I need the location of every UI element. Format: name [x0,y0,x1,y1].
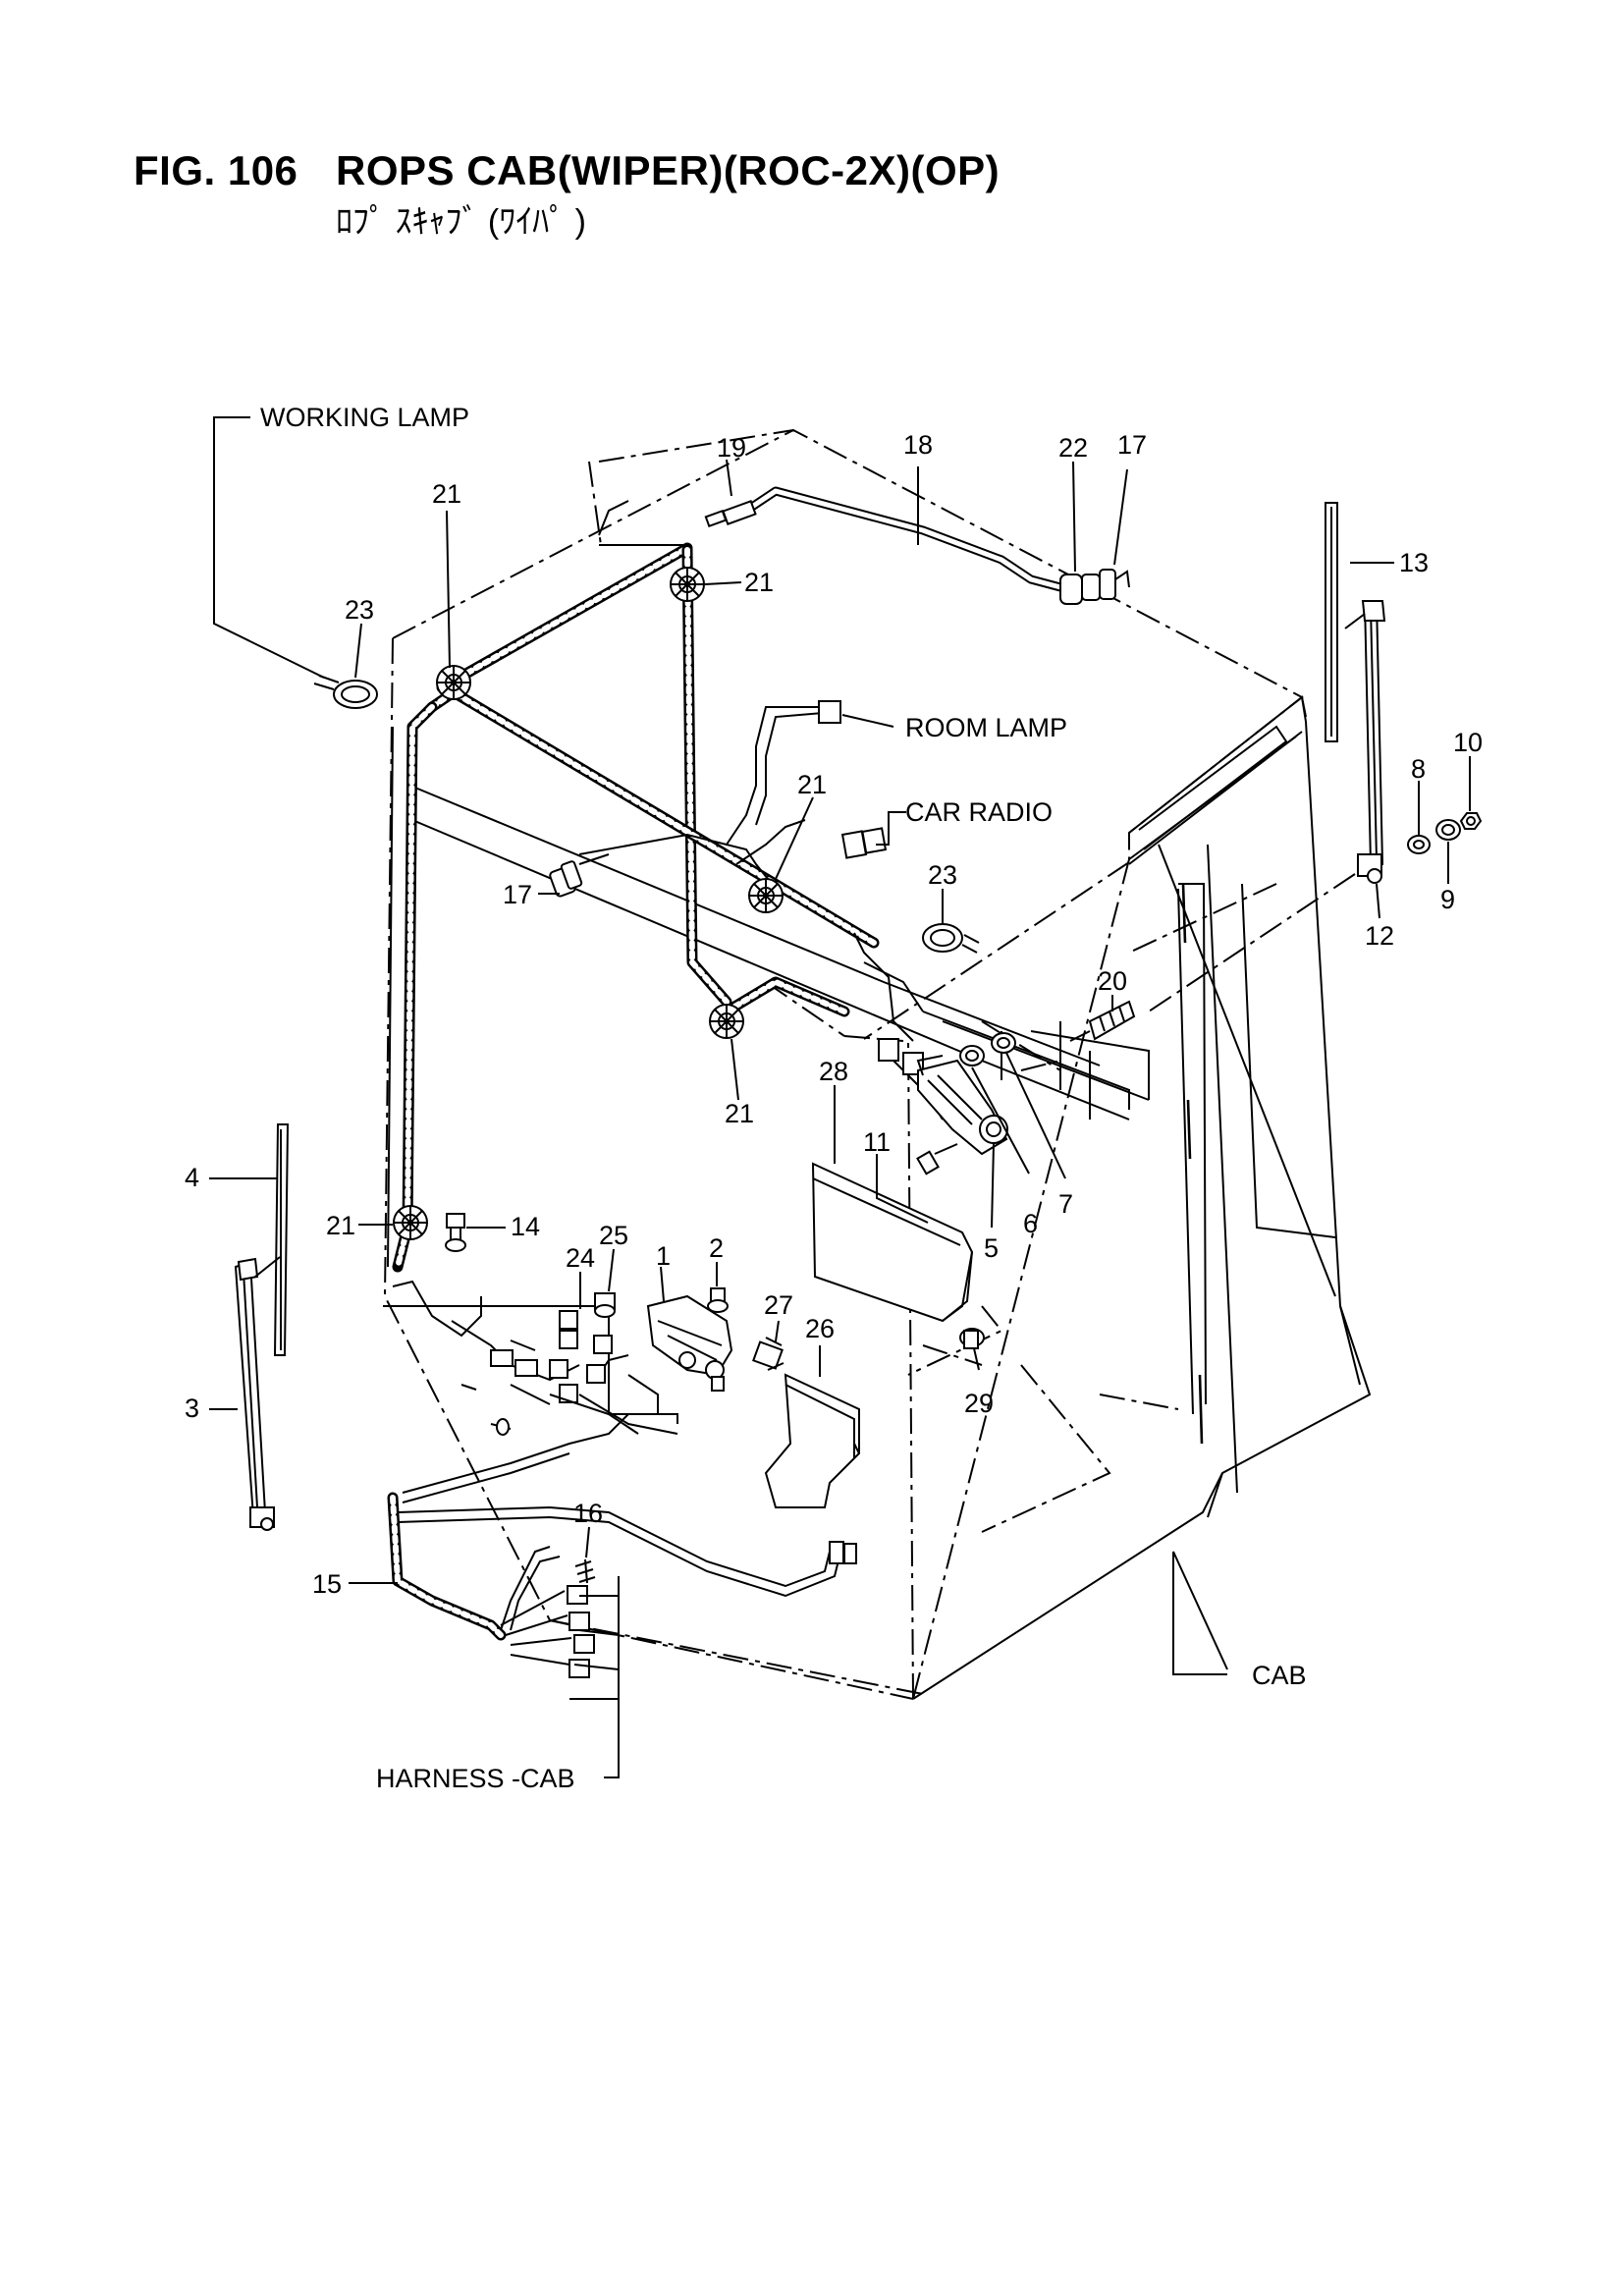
callout-18: 18 [903,430,933,460]
label-cab: CAB [1252,1661,1307,1690]
callout-4: 4 [185,1163,199,1192]
figure-subtitle: ﾛﾌﾟ ｽｷｬﾌﾞ (ﾜｲﾊﾟ ) [336,203,586,241]
lamp-clamps [313,675,980,954]
cab-frame-outline [383,428,1356,1700]
callout-1: 1 [656,1241,671,1271]
callout-15: 15 [312,1569,342,1599]
callout-16: 16 [573,1499,603,1528]
cover-plate [811,1162,974,1323]
rear-wiper-arm [1325,502,1386,884]
washer-hose-roof [704,486,1065,592]
floor-bracket [460,1339,639,1436]
terminal-block [1069,1000,1136,1042]
callout-17-left: 17 [503,880,532,909]
label-harness-cab: HARNESS -CAB [376,1764,575,1793]
callout-29: 29 [964,1389,994,1418]
callout-27: 27 [764,1290,793,1320]
bracket-plate [764,1373,860,1508]
connector-25 [594,1292,616,1318]
bolt-29 [959,1328,985,1349]
callout-23-right: 23 [928,860,957,890]
callout-10: 10 [1453,728,1483,757]
callout-numbers: 1 2 3 4 5 6 7 8 9 10 11 12 13 14 15 16 1… [185,430,1483,1599]
figure-number: FIG. 106 [134,147,298,193]
callout-5: 5 [984,1233,999,1263]
callout-20: 20 [1098,966,1127,996]
washer-nozzle-left [549,853,610,898]
callout-24: 24 [566,1243,595,1273]
callout-13: 13 [1399,548,1429,577]
callout-14: 14 [511,1212,540,1241]
callout-26: 26 [805,1314,835,1343]
connectors [818,700,924,1564]
callout-23-left: 23 [345,595,374,625]
callout-9: 9 [1440,885,1455,914]
washer-nozzle-top [1059,569,1130,605]
callout-28: 28 [819,1057,848,1086]
relay-27 [752,1337,784,1371]
callout-12: 12 [1365,921,1394,951]
label-working-lamp: WORKING LAMP [260,403,469,432]
callout-6: 6 [1023,1209,1038,1238]
leader-lines [209,416,1471,1778]
diagram-labels: WORKING LAMP ROOM LAMP CAR RADIO CAB HAR… [260,403,1307,1793]
callout-25: 25 [599,1221,628,1250]
bolt-2 [707,1287,729,1313]
harness-roof-loop [598,500,687,546]
grommets [393,567,784,1240]
callout-22: 22 [1058,433,1088,463]
callout-3: 3 [185,1394,199,1423]
fuses [574,1558,596,1584]
connector-24 [549,1310,613,1403]
callout-19: 19 [717,433,746,463]
callout-21-middle: 21 [797,770,827,799]
rear-wiper-motor [916,1032,1016,1175]
callout-21-top-left: 21 [432,479,461,509]
harness-cab-routing [387,542,944,1641]
label-room-lamp: ROOM LAMP [905,713,1067,742]
callout-2: 2 [709,1233,724,1263]
callout-11: 11 [863,1127,891,1157]
figure-title: ROPS CAB(WIPER)(ROC-2X)(OP) [336,147,1001,193]
front-wiper-switch [598,1294,733,1392]
callout-8: 8 [1411,754,1426,784]
callout-7: 7 [1058,1189,1073,1219]
callout-21-lower: 21 [725,1099,754,1128]
callout-21-left: 21 [326,1211,355,1240]
cab-body-outline [383,695,1372,1700]
callout-17-top: 17 [1117,430,1147,460]
wiper-nuts [1407,812,1483,854]
callout-21-top: 21 [744,568,774,597]
lower-harness [500,1546,595,1678]
bolt-14 [445,1213,466,1252]
front-wiper-arm [234,1123,290,1531]
label-car-radio: CAR RADIO [905,797,1053,827]
